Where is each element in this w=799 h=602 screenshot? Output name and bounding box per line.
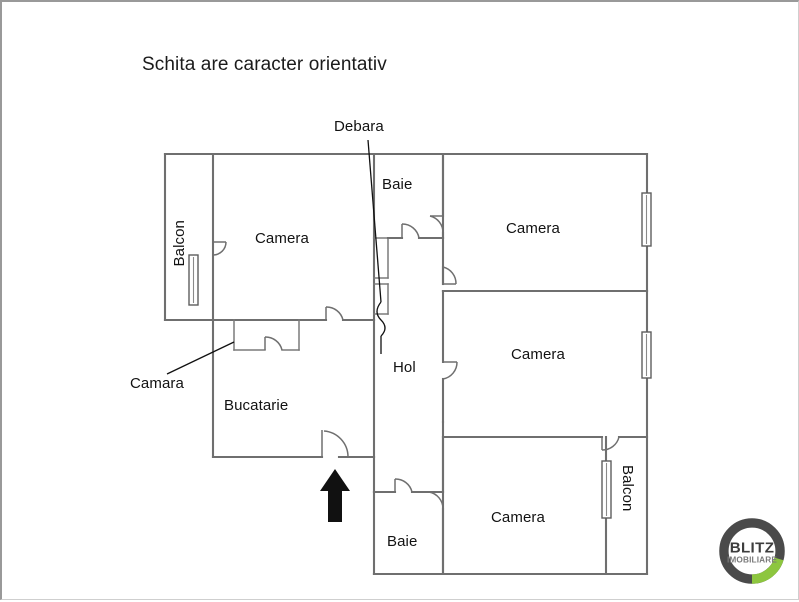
- room-camera-mid-right: [441, 289, 652, 451]
- room-balcon-left: [188, 152, 227, 322]
- leader-line-debara: [367, 139, 386, 354]
- room-balcon-right: [601, 460, 612, 519]
- label-camera-bottom: Camera: [491, 509, 545, 526]
- room-camera-top-left: [211, 152, 376, 322]
- label-balcon-right: Balcon: [619, 465, 636, 512]
- label-camera-mid-right: Camera: [511, 346, 565, 363]
- label-bucatarie: Bucatarie: [224, 397, 289, 414]
- logo-brand-text: BLITZ: [730, 539, 775, 556]
- room-baie-top: [386, 152, 445, 240]
- label-balcon-left: Balcon: [171, 220, 188, 267]
- label-debara: Debara: [334, 118, 384, 135]
- label-hol: Hol: [393, 359, 416, 376]
- room-hol: [372, 289, 458, 576]
- label-camera-top-left: Camera: [255, 230, 309, 247]
- entrance-arrow: [318, 467, 352, 524]
- label-camara: Camara: [130, 375, 184, 392]
- room-bucatarie: [211, 318, 376, 459]
- page-title: Schita are caracter orientativ: [142, 54, 387, 75]
- label-baie-top: Baie: [382, 176, 413, 193]
- room-camera-bottom: [441, 435, 608, 576]
- leader-line-camara: [166, 341, 235, 375]
- logo-subtitle-text: IMOBILIARE: [727, 556, 777, 565]
- room-baie-bottom: [372, 478, 445, 576]
- label-baie-bottom: Baie: [387, 533, 418, 550]
- label-camera-top-right: Camera: [506, 220, 560, 237]
- blitz-imobiliare-logo: BLITZ IMOBILIARE: [719, 518, 785, 584]
